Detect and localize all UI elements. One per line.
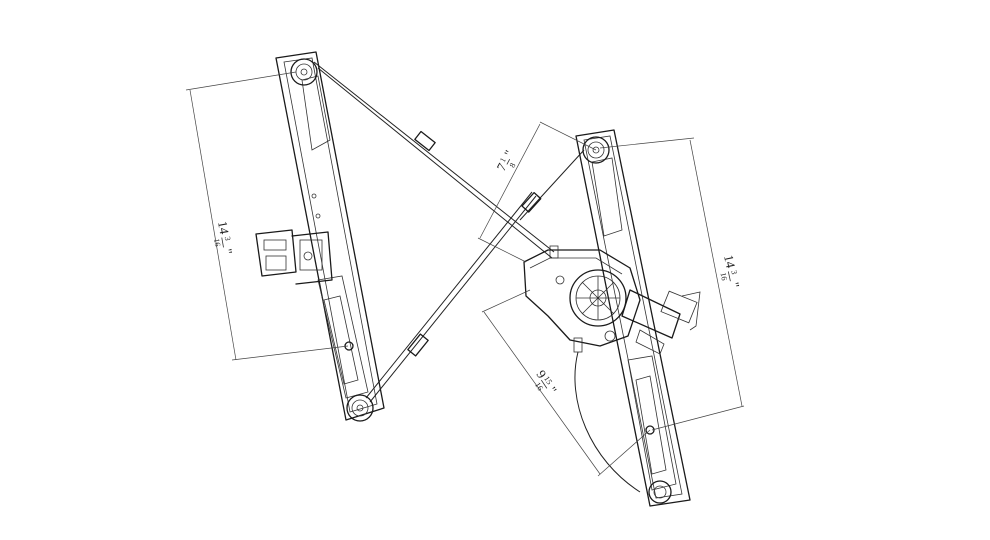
svg-text:15: 15 <box>542 374 554 386</box>
right-cables <box>519 149 641 493</box>
svg-text:1: 1 <box>498 156 508 164</box>
svg-text:14: 14 <box>215 220 232 236</box>
dim-label-right-height: 14 3 16 " <box>719 254 743 290</box>
svg-text:16: 16 <box>212 238 222 247</box>
left-bottom-pulley <box>346 394 374 422</box>
left-cables <box>313 61 555 403</box>
right-mount-hole <box>645 425 655 435</box>
dim-label-top-width: 7 1 8 " <box>493 148 518 174</box>
dim-label-left-height: 14 3 16 " <box>212 220 236 255</box>
svg-text:": " <box>220 247 236 255</box>
right-bottom-pulley <box>648 480 672 504</box>
svg-text:16: 16 <box>719 272 729 282</box>
svg-text:": " <box>727 281 743 289</box>
left-mount-hole <box>344 341 354 351</box>
left-glass-clamp <box>255 229 333 285</box>
right-top-pulley <box>582 136 610 164</box>
svg-text:16: 16 <box>533 381 545 393</box>
svg-text:": " <box>501 148 517 160</box>
dim-top-width <box>477 121 597 263</box>
motor-gear-icon <box>569 269 627 327</box>
motor-assembly <box>523 245 701 355</box>
dim-right-height <box>599 137 745 431</box>
svg-text:14: 14 <box>721 254 738 270</box>
dim-lower-width <box>481 289 651 477</box>
svg-text:8: 8 <box>508 161 518 169</box>
svg-text:3: 3 <box>729 269 739 275</box>
dim-left-height <box>185 71 349 361</box>
right-rail <box>575 129 691 507</box>
svg-text:3: 3 <box>223 236 233 242</box>
dim-label-lower-width: 9 15 16 " <box>533 367 560 396</box>
